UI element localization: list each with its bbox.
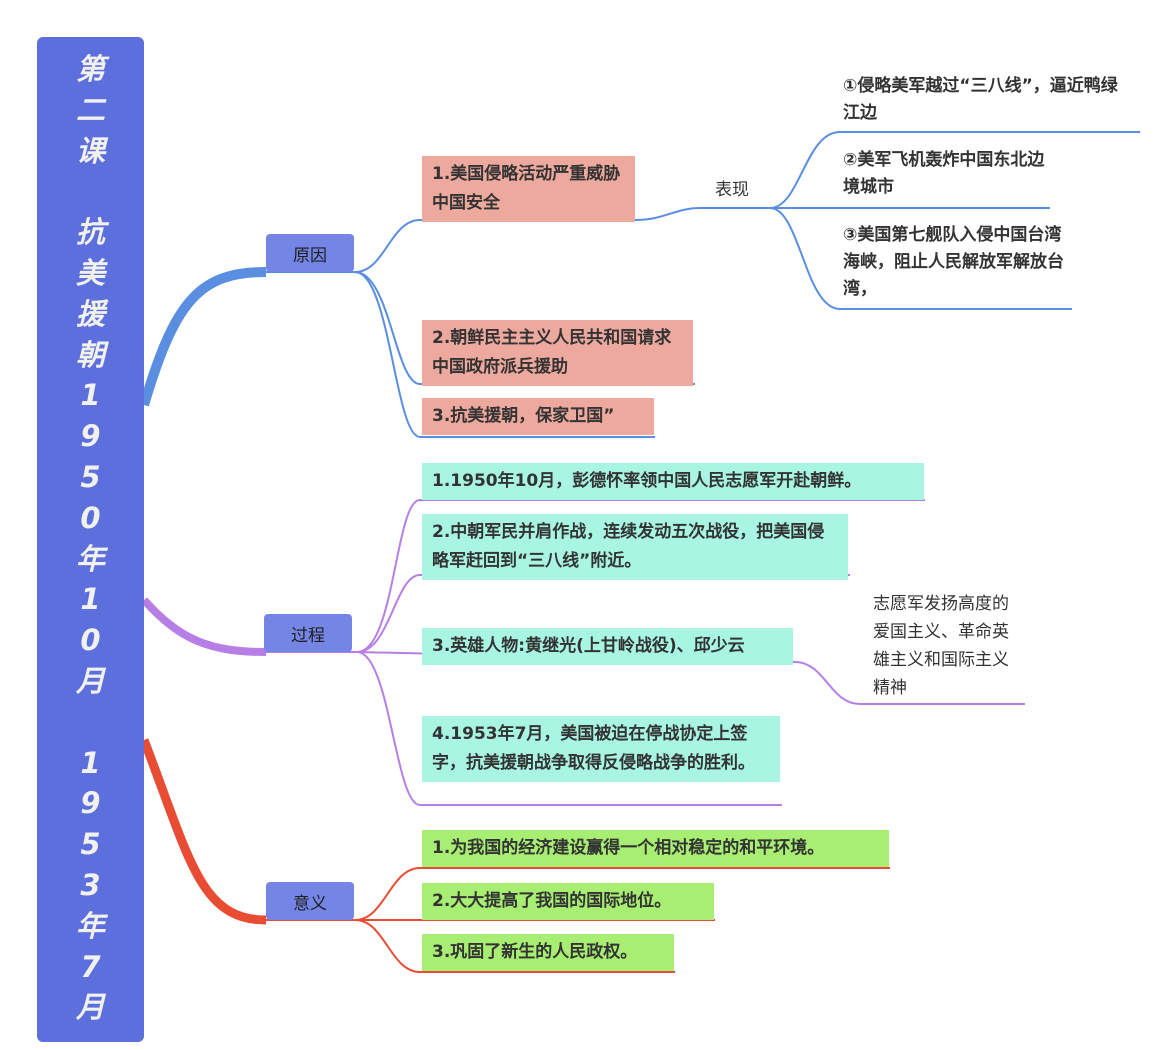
root-title-char: 5 xyxy=(80,827,101,862)
root-title-char: 9 xyxy=(80,419,101,454)
reason-item-1[interactable]: 1.美国侵略活动严重威胁中国安全 xyxy=(422,156,635,222)
root-title-char: 抗 xyxy=(75,215,105,250)
category-process[interactable]: 过程 xyxy=(264,614,352,652)
root-title-char: 1 xyxy=(80,378,101,413)
root-title-char: 月 xyxy=(75,990,105,1025)
root-title-spacer xyxy=(61,171,121,212)
process-item-3[interactable]: 3.英雄人物:黄继光(上甘岭战役)、邱少云 xyxy=(422,628,793,665)
manifest-item-2[interactable]: ②美军飞机轰炸中国东北边境城市 xyxy=(843,150,1045,197)
manifest-item-1[interactable]: ①侵略美军越过“三八线”，逼近鸭绿江边 xyxy=(843,76,1118,123)
root-title-char: 援 xyxy=(75,296,105,331)
root-to-meaning-branch xyxy=(139,738,267,925)
root-to-reason-branch xyxy=(139,267,267,407)
root-title-char: 课 xyxy=(75,133,105,168)
process-item-1[interactable]: 1.1950年10月，彭德怀率领中国人民志愿军开赴朝鲜。 xyxy=(422,463,924,500)
root-title-char: 美 xyxy=(75,255,105,290)
root-title-char: 月 xyxy=(75,663,105,698)
meaning-item-3[interactable]: 3.巩固了新生的人民政权。 xyxy=(422,934,674,971)
manifest-item-3[interactable]: ③美国第七舰队入侵中国台湾海峡，阻止人民解放军解放台湾， xyxy=(843,225,1064,299)
root-title-char: 年 xyxy=(75,541,105,576)
root-title-char: 朝 xyxy=(75,337,105,372)
reason-item-3[interactable]: 3.抗美援朝，保家卫国” xyxy=(422,398,654,435)
root-title-char: 0 xyxy=(80,500,101,535)
root-title-char: 3 xyxy=(80,867,101,902)
process-item-4[interactable]: 4.1953年7月，美国被迫在停战协定上签字，抗美援朝战争取得反侵略战争的胜利。 xyxy=(422,716,780,782)
category-reason[interactable]: 原因 xyxy=(266,234,354,272)
root-title-char: 0 xyxy=(80,623,101,658)
root-title-char: 7 xyxy=(80,949,101,984)
reason-item-2[interactable]: 2.朝鲜民主主义人民共和国请求中国政府派兵援助 xyxy=(422,320,693,386)
root-title-box: 第 二 课 抗 美 援 朝 1 9 5 0 年 1 0 月 1 9 5 3 年 … xyxy=(37,37,144,1042)
process-item-2[interactable]: 2.中朝军民并肩作战，连续发动五次战役，把美国侵略军赶回到“三八线”附近。 xyxy=(422,514,848,580)
root-title-char: 1 xyxy=(80,582,101,617)
root-title-char: 9 xyxy=(80,786,101,821)
root-title-char: 1 xyxy=(80,745,101,780)
meaning-item-1[interactable]: 1.为我国的经济建设赢得一个相对稳定的和平环境。 xyxy=(422,830,889,867)
root-title-spacer xyxy=(61,702,121,743)
root-to-process-branch xyxy=(141,597,267,656)
spirit-note[interactable]: 志愿军发扬高度的爱国主义、革命英雄主义和国际主义精神 xyxy=(873,594,1009,698)
category-meaning[interactable]: 意义 xyxy=(266,882,354,920)
root-title-char: 年 xyxy=(75,908,105,943)
meaning-item-2[interactable]: 2.大大提高了我国的国际地位。 xyxy=(422,883,714,920)
root-title-char: 5 xyxy=(80,459,101,494)
root-title-char: 二 xyxy=(75,92,105,127)
root-title-char: 第 xyxy=(75,52,105,86)
manifest-label: 表现 xyxy=(715,180,749,200)
